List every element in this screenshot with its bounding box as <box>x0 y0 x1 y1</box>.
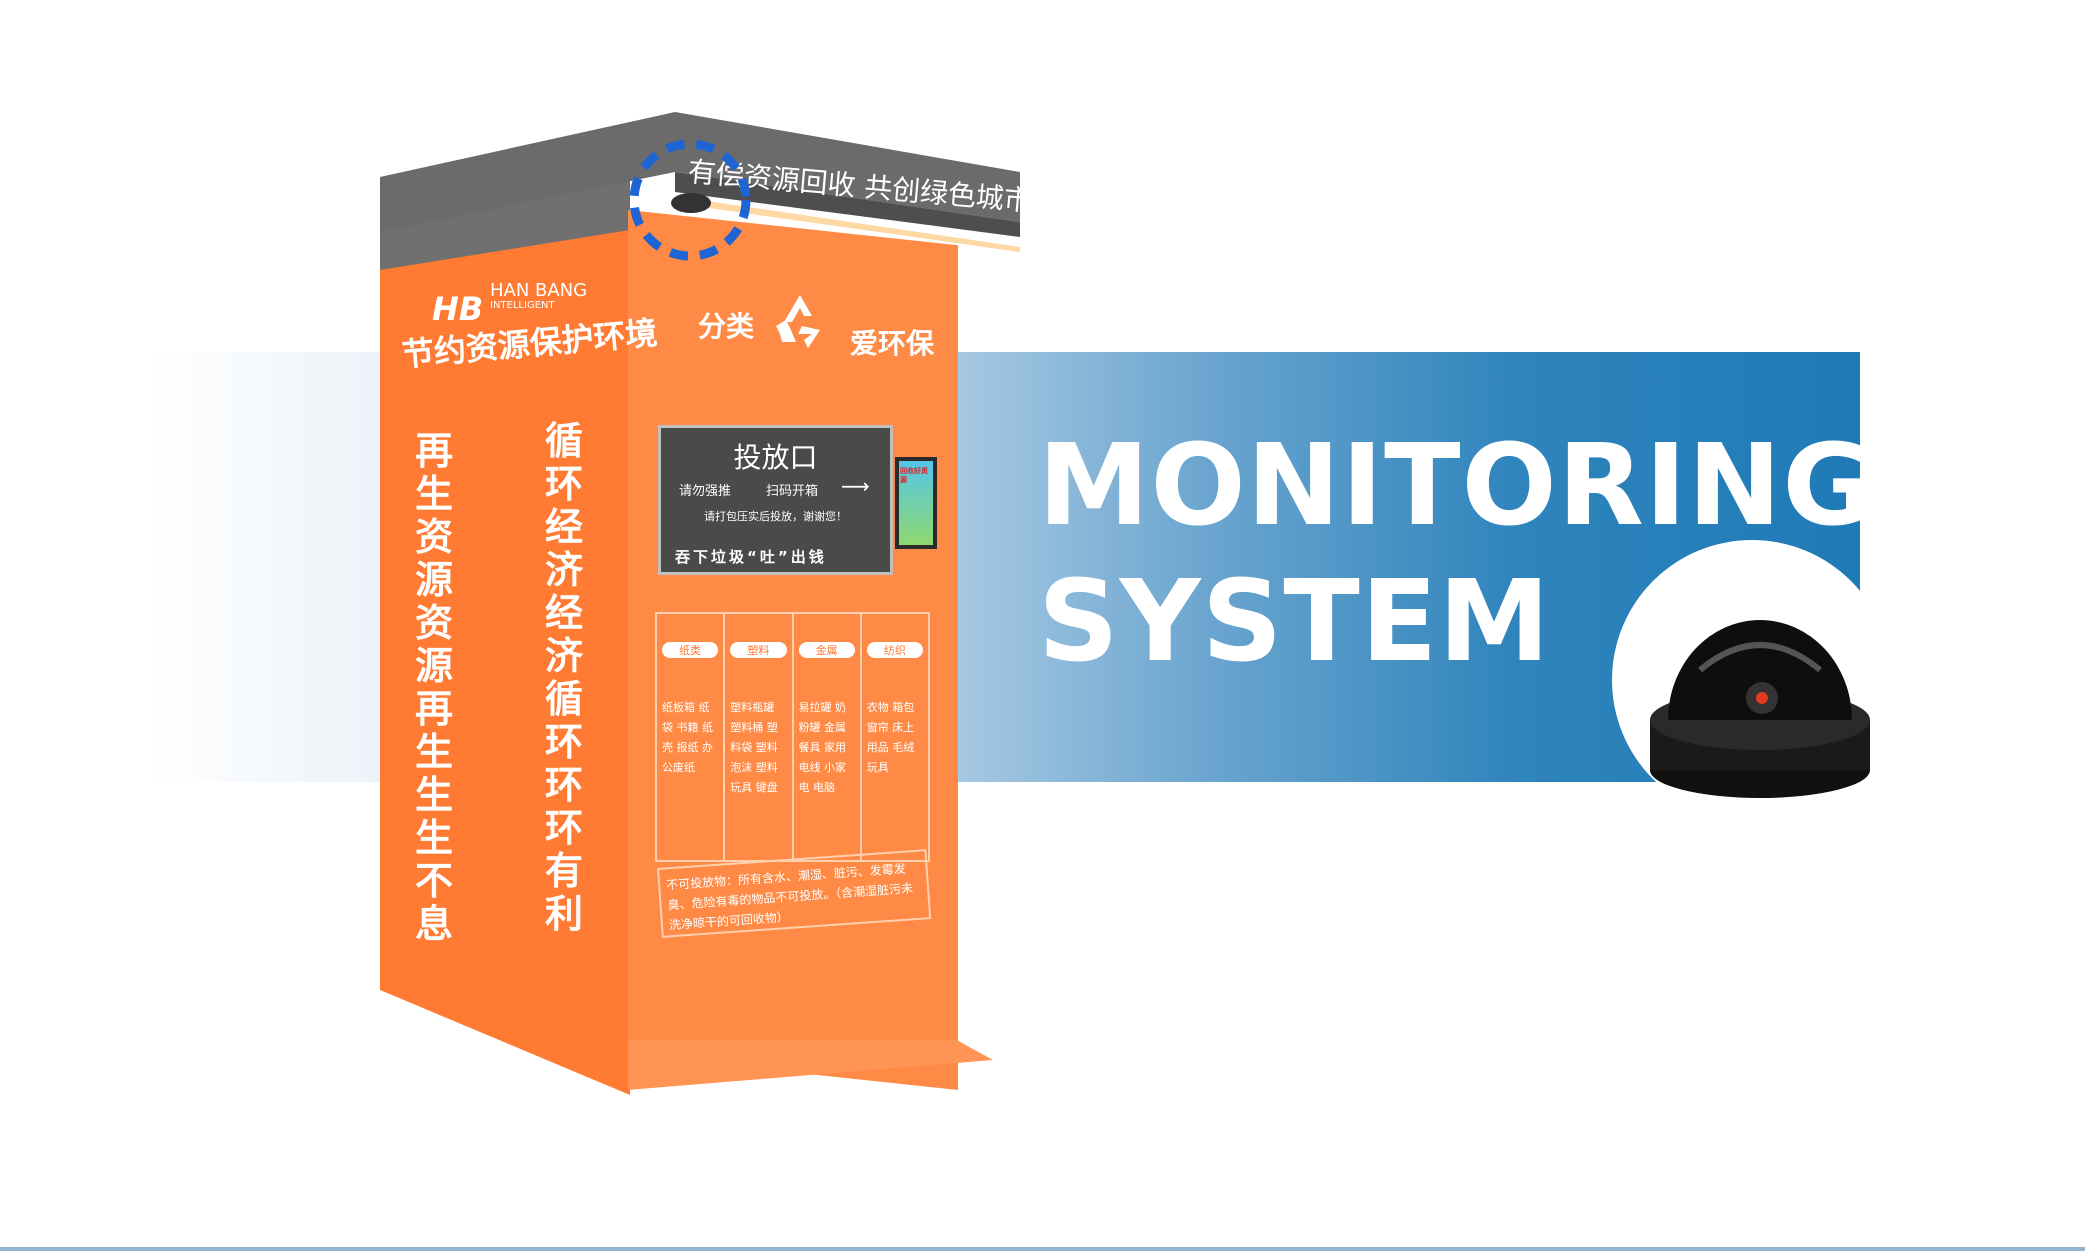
category-name: 纺织 <box>866 642 923 658</box>
side-vertical-left: 再生资源资源再生生生不息 <box>414 429 453 946</box>
headline: MONITORING SYSTEM <box>1038 418 1875 690</box>
category-name: 纸类 <box>662 642 719 658</box>
front-label-left: 分类 <box>698 310 755 343</box>
slot-note: 请打包压实后投放，谢谢您！ <box>704 510 847 523</box>
arrow-right-icon: ⟶ <box>841 474 870 498</box>
side-vertical-right: 循环经济经济循环环环有利 <box>544 419 583 936</box>
category-column: 纺织 衣物 箱包窗帘 床上用品 毛绒玩具 <box>862 614 928 860</box>
headline-line2: SYSTEM <box>1038 557 1551 687</box>
category-items: 易拉罐 奶粉罐 金属餐具 家用电线 小家电 电脑 <box>798 701 847 794</box>
category-panel: 纸类 纸板箱 纸袋 书籍 纸壳 报纸 办公废纸 塑料 塑料瓶罐 塑料桶 塑料袋 … <box>655 612 930 862</box>
bottom-divider <box>0 1247 2085 1251</box>
brand-logo: HB <box>432 290 484 328</box>
slot-hint-right: 扫码开箱 <box>766 484 819 499</box>
slot-hint-left: 请勿强推 <box>679 484 732 499</box>
kiosk-roof <box>380 112 1020 252</box>
category-column: 塑料 塑料瓶罐 塑料桶 塑料袋 塑料泡沫 塑料玩具 键盘 <box>725 614 794 860</box>
category-column: 纸类 纸板箱 纸袋 书籍 纸壳 报纸 办公废纸 <box>657 614 726 860</box>
category-column: 金属 易拉罐 奶粉罐 金属餐具 家用电线 小家电 电脑 <box>794 614 862 860</box>
touch-screen[interactable]: 回收好资源 <box>895 457 937 549</box>
camera-highlight-circle <box>629 139 751 261</box>
headline-line1: MONITORING <box>1038 421 1876 551</box>
drop-slot-panel: 投放口 请勿强推 扫码开箱 ⟶ 请打包压实后投放，谢谢您！ 吞下垃圾“吐”出钱 <box>658 425 893 575</box>
slot-title: 投放口 <box>733 441 818 474</box>
category-items: 纸板箱 纸袋 书籍 纸壳 报纸 办公废纸 <box>662 701 713 774</box>
front-label-right: 爱环保 <box>850 327 935 360</box>
recycle-icon <box>776 295 820 348</box>
camera-dome-icon <box>1650 620 1870 798</box>
brand-name: HAN BANG <box>490 280 588 301</box>
category-items: 塑料瓶罐 塑料桶 塑料袋 塑料泡沫 塑料玩具 键盘 <box>730 701 778 794</box>
category-name: 金属 <box>798 642 855 658</box>
category-items: 衣物 箱包窗帘 床上用品 毛绒玩具 <box>866 701 915 774</box>
category-name: 塑料 <box>730 642 787 658</box>
brand-sub: INTELLIGENT <box>490 300 555 311</box>
slot-slogan: 吞下垃圾“吐”出钱 <box>675 548 827 566</box>
screen-text: 回收好资源 <box>900 467 928 484</box>
